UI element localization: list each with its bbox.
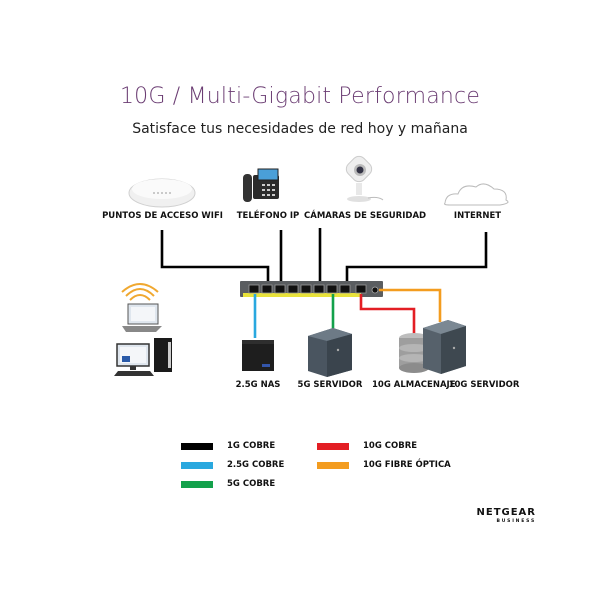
cable-10g-fiber (379, 288, 442, 322)
device-label-nas: 2.5G NAS (235, 380, 281, 390)
legend-label: 1G COBRE (227, 441, 276, 451)
cable-internet (345, 232, 488, 287)
wifi-access-point-icon (128, 178, 196, 208)
device-label-wifi: PUNTOS DE ACCESO WIFI (102, 211, 223, 221)
network-switch (240, 281, 383, 297)
legend-item-10g-copper: 10G COBRE (317, 441, 417, 451)
legend-swatch (181, 480, 213, 488)
legend-item-2-5g: 2.5G COBRE (181, 460, 284, 470)
cable-10g-copper (359, 294, 416, 334)
cloud-icon (444, 183, 509, 206)
brand-name: NETGEAR (476, 507, 536, 518)
legend-item-10g-fiber: 10G FIBRE ÓPTICA (317, 460, 451, 470)
netgear-logo: NETGEAR BUSINESS (466, 507, 536, 524)
device-label-camera: CÁMARAS DE SEGURIDAD (304, 211, 427, 221)
cable-1g-group (160, 228, 488, 287)
legend-item-5g: 5G COBRE (181, 479, 275, 489)
brand-sub: BUSINESS (496, 519, 536, 524)
ip-phone-icon (243, 168, 279, 202)
device-label-internet: INTERNET (453, 211, 502, 221)
legend-label: 10G FIBRE ÓPTICA (363, 460, 451, 470)
nas-icon (242, 340, 274, 371)
cable-wifi (160, 230, 270, 287)
device-label-storage: 10G ALMACENAJE (372, 380, 456, 390)
legend-label: 10G COBRE (363, 441, 418, 451)
legend-item-1g: 1G COBRE (181, 441, 275, 451)
page-title: 10G / Multi-Gigabit Performance (119, 84, 481, 109)
page-subtitle: Satisface tus necesidades de red hoy y m… (132, 121, 468, 137)
server-icon (308, 328, 352, 377)
legend-swatch (317, 461, 349, 469)
legend-label: 2.5G COBRE (227, 460, 285, 470)
device-label-phone: TELÉFONO IP (236, 211, 300, 221)
security-camera-icon (345, 155, 384, 202)
legend-swatch (317, 442, 349, 450)
legend-swatch (181, 461, 213, 469)
device-label-10g-server: 10G SERVIDOR (448, 380, 520, 390)
computers-icon (114, 283, 172, 376)
legend-swatch (181, 442, 213, 450)
server-tower-icon (423, 320, 466, 374)
legend-label: 5G COBRE (227, 479, 276, 489)
switch-ports (248, 284, 367, 294)
device-label-5g-server: 5G SERVIDOR (297, 380, 363, 390)
